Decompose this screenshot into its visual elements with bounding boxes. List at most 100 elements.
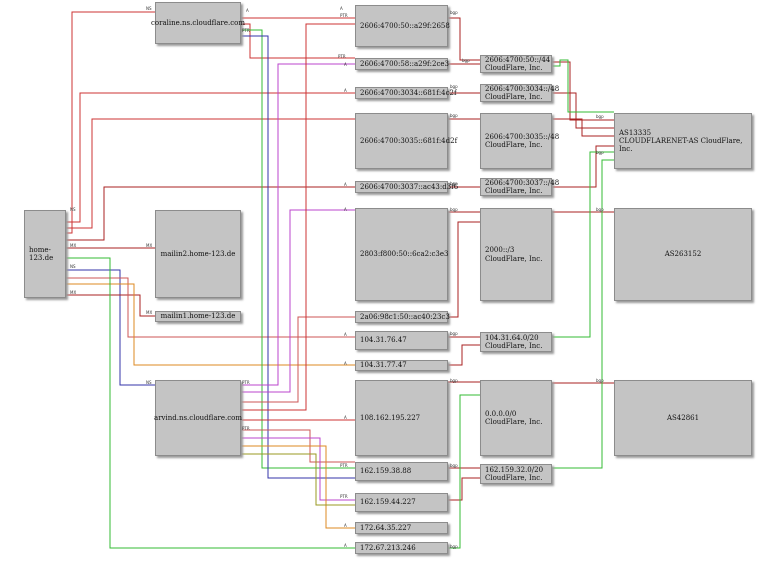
node-prefix-2[interactable]: 2606:4700:3034::/48 CloudFlare, Inc. [480, 84, 559, 102]
edge-ip6g-pfx5 [448, 221, 480, 318]
node-prefix-4[interactable]: 2606:4700:3037::/48 CloudFlare, Inc. [480, 178, 559, 196]
edge-label-a: A [344, 361, 347, 366]
prefix-3-owner: CloudFlare, Inc. [485, 141, 543, 149]
prefix-5-owner: CloudFlare, Inc. [485, 254, 543, 263]
node-ip4-c[interactable]: 108.162.195.227 [355, 380, 448, 456]
edge-ip4e-pfx8 [448, 477, 480, 501]
node-mailin2[interactable]: mailin2.home-123.de [155, 210, 241, 298]
node-ip6-e[interactable]: 2606:4700:3037::ac43:d3f6 [355, 181, 458, 193]
edge-pfx1-green [552, 59, 614, 113]
edge-home-arvind [66, 269, 155, 386]
node-ip6-f[interactable]: 2803:f800:50::6ca2:c3e3 [355, 208, 448, 301]
edge-home-ip4g [66, 257, 355, 549]
edge-coraline-ip4d [240, 29, 355, 469]
node-prefix-3[interactable]: 2606:4700:3035::/48 CloudFlare, Inc. [480, 113, 559, 169]
prefix-2-owner: CloudFlare, Inc. [485, 93, 543, 101]
edge-home-ip6d [66, 118, 355, 229]
node-ip6-g[interactable]: 2a06:98c1:50::ac40:23c3 [355, 311, 450, 323]
node-ip6-b[interactable]: 2606:4700:58::a29f:2ce3 [355, 58, 449, 70]
edge-label-bgp: bgp [450, 331, 458, 336]
prefix-3-range: 2606:4700:3035::/48 [485, 132, 560, 141]
prefix-1-range: 2606:4700:50::/44 [485, 55, 551, 64]
node-ip4-a[interactable]: 104.31.76.47 [355, 331, 448, 350]
node-ip6-d[interactable]: 2606:4700:3035::681f:4d2f [355, 113, 457, 169]
prefix-1-owner: CloudFlare, Inc. [485, 64, 543, 72]
node-as42861[interactable]: AS42861 [614, 380, 752, 456]
edge-coraline-ip6b [240, 23, 355, 59]
node-prefix-5[interactable]: 2000::/3 CloudFlare, Inc. [480, 208, 552, 301]
node-coraline[interactable]: coraline.ns.cloudflare.com [151, 2, 245, 44]
edge-label-mx: MX [146, 310, 153, 315]
edge-arvind-ip6f [240, 209, 355, 393]
edge-pfx1-as1 [552, 61, 614, 121]
node-prefix-1[interactable]: 2606:4700:50::/44 CloudFlare, Inc. [480, 55, 552, 73]
edge-pfx2-as1 [552, 92, 614, 129]
node-as13335[interactable]: AS13335 CLOUDFLARENET-AS CloudFlare, Inc… [614, 113, 752, 169]
edge-label-a: A [340, 6, 343, 11]
edge-label-a: A [344, 543, 347, 548]
edge-label-a: A [344, 332, 347, 337]
node-home[interactable]: home-123.de [24, 210, 66, 298]
node-as263152[interactable]: AS263152 [614, 208, 752, 301]
edge-pfx6-as1 [552, 151, 614, 338]
edge-arvind-ip4e2 [240, 445, 355, 529]
prefix-4-range: 2606:4700:3037::/48 [485, 178, 560, 187]
edge-label-ns: NS [146, 380, 152, 385]
edge-label-bgp: bgp [450, 84, 458, 89]
node-ip4-b[interactable]: 104.31.77.47 [355, 360, 448, 371]
edge-label-ptr: PTR [340, 463, 348, 468]
edge-label-a: A [246, 8, 249, 13]
edge-label-a: A [344, 88, 347, 93]
edge-label-a: A [344, 523, 347, 528]
node-ip6-c[interactable]: 2606:4700:3034::681f:4c2f [355, 87, 457, 99]
edge-pfx8-as1 [552, 159, 614, 469]
edge-home-ip6c [66, 92, 355, 223]
edge-arvind-ip6g [240, 316, 355, 403]
node-prefix-8[interactable]: 162.159.32.0/20 CloudFlare, Inc. [480, 464, 552, 484]
edge-label-a: A [344, 182, 347, 187]
edge-home-ip4a [66, 277, 355, 338]
prefix-6-range: 104.31.64.0/20 [485, 333, 539, 342]
edge-label-a: A [344, 415, 347, 420]
node-arvind[interactable]: arvind.ns.cloudflare.com [154, 380, 242, 456]
edge-label-ptr: PTR [242, 380, 250, 385]
prefix-7-range: 0.0.0.0/0 [485, 409, 517, 418]
node-ip4-d[interactable]: 162.159.38.88 [355, 462, 448, 481]
edge-label-mx: MX [70, 243, 77, 248]
edge-label-a: A [344, 62, 347, 67]
edge-ip4b-pfx6 [448, 344, 480, 366]
edge-label-bgp: bgp [596, 150, 604, 155]
edge-label-bgp: bgp [450, 544, 458, 549]
edge-label-bgp: bgp [596, 378, 604, 383]
prefix-8-range: 162.159.32.0/20 [485, 465, 544, 474]
node-prefix-6[interactable]: 104.31.64.0/20 CloudFlare, Inc. [480, 332, 552, 352]
edge-label-mx: MX [146, 243, 153, 248]
prefix-4-owner: CloudFlare, Inc. [485, 187, 543, 195]
prefix-2-range: 2606:4700:3034::/48 [485, 84, 560, 93]
edge-label-ns: NS [70, 264, 76, 269]
edge-label-ptr: PTR [338, 54, 346, 59]
node-mailin1[interactable]: mailin1.home-123.de [155, 311, 241, 322]
node-prefix-7[interactable]: 0.0.0.0/0 CloudFlare, Inc. [480, 380, 552, 456]
node-ip4-f[interactable]: 172.64.35.227 [355, 522, 448, 534]
edge-label-bgp: bgp [450, 463, 458, 468]
edge-coraline-blue [240, 35, 355, 479]
prefix-8-owner: CloudFlare, Inc. [485, 474, 543, 482]
node-ip6-a[interactable]: 2606:4700:50::a29f:2658 [355, 5, 450, 47]
edge-home-ip6e [66, 186, 355, 241]
edge-label-ns: NS [70, 207, 76, 212]
edge-arvind-ip6a [240, 23, 355, 411]
edge-label-bgp: bgp [462, 58, 470, 63]
node-ip4-g[interactable]: 172.67.213.246 [355, 542, 448, 554]
edge-arvind-olive [240, 453, 355, 506]
edge-label-ptr: PTR [242, 426, 250, 431]
edge-label-bgp: bgp [450, 113, 458, 118]
node-ip4-e[interactable]: 162.159.44.227 [355, 493, 448, 512]
edge-label-bgp: bgp [450, 10, 458, 15]
edge-ip4g-pfx7 [448, 394, 480, 549]
edge-label-bgp: bgp [450, 378, 458, 383]
edge-home-mailin1 [66, 294, 155, 317]
edge-ip6a-pfx1 [448, 17, 480, 61]
edge-label-ptr: PTR [340, 13, 348, 18]
